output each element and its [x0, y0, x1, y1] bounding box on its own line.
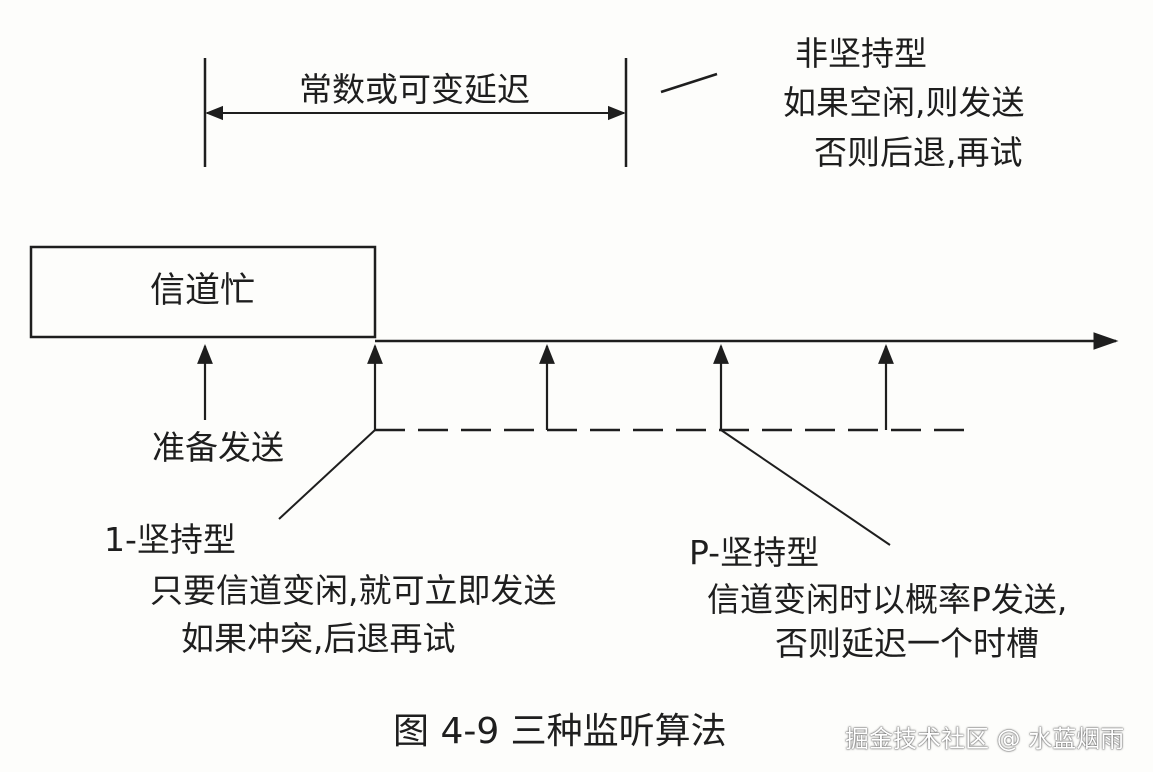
channel-busy-box: [29, 245, 377, 339]
one-persistent-leader: [278, 429, 376, 520]
ready-to-send-label: 准备发送: [152, 428, 284, 467]
one-persistent-line2: 如果冲突,后退再试: [181, 619, 456, 658]
channel-busy-label: 信道忙: [150, 271, 256, 311]
watermark-text: 掘金技术社区 @ 水蓝烟雨: [845, 725, 1125, 753]
p-persistent-title: P-坚持型: [689, 533, 820, 572]
non-persistent-line1: 如果空闲,则发送: [783, 83, 1025, 122]
one-persistent-title: 1-坚持型: [104, 520, 236, 559]
p-persistent-line2: 否则延迟一个时槽: [775, 624, 1039, 663]
delay-range-label: 常数或可变延迟: [299, 70, 530, 109]
non-persistent-title: 非坚持型: [795, 34, 927, 73]
non-persistent-leader: [660, 72, 718, 94]
one-persistent-line1: 只要信道变闲,就可立即发送: [150, 571, 557, 610]
p-persistent-line1: 信道变闲时以概率P发送,: [707, 580, 1068, 619]
p-persistent-leader: [720, 429, 891, 546]
non-persistent-line2: 否则后退,再试: [814, 133, 1023, 172]
figure-caption: 图 4-9 三种监听算法: [393, 711, 727, 752]
